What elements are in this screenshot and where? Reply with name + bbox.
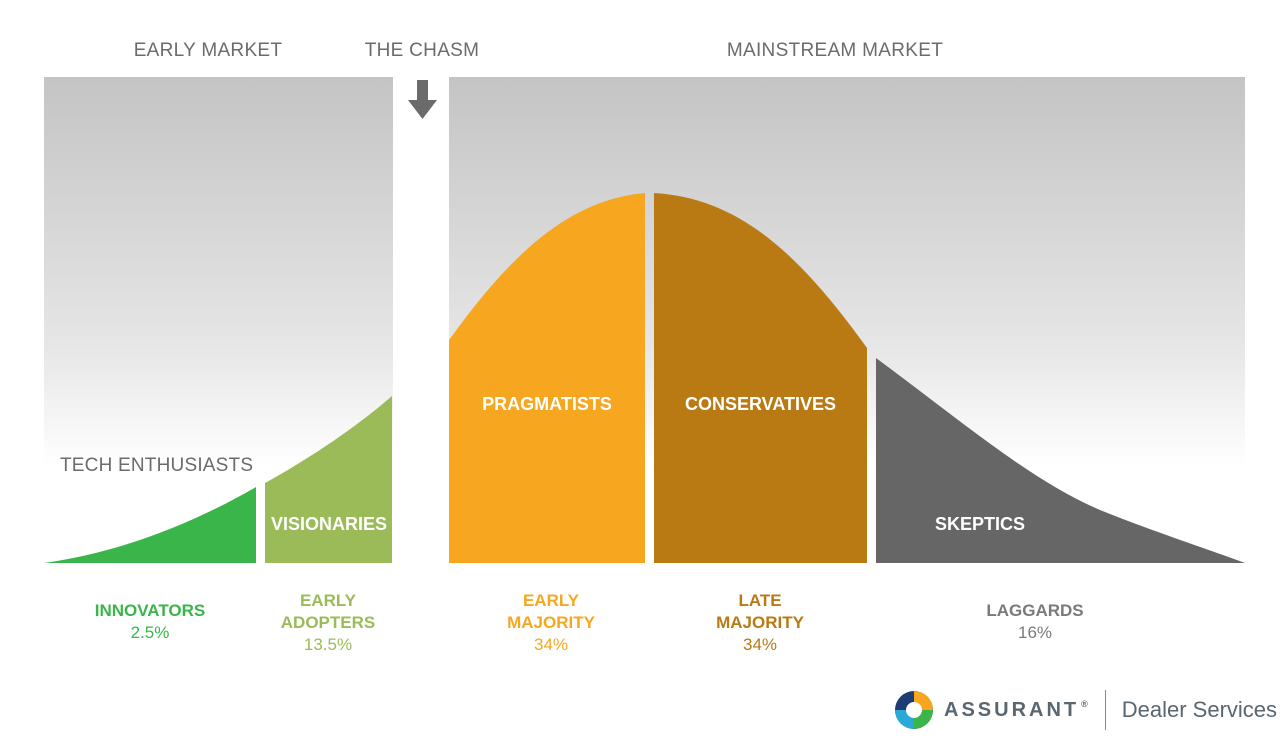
early-majority-label: EARLY MAJORITY 34% — [471, 590, 631, 656]
visionaries-label: VISIONARIES — [270, 514, 388, 534]
assurant-logo-icon — [895, 691, 933, 729]
early-majority-percent: 34% — [533, 635, 569, 654]
early-majority-segment — [449, 193, 645, 563]
logo-divider — [1104, 690, 1106, 730]
mainstream-market-header: MAINSTREAM MARKET — [726, 40, 944, 61]
innovators-label: INNOVATORS 2.5% — [60, 600, 240, 644]
late-majority-label: LATE MAJORITY 34% — [680, 590, 840, 656]
brand-name: ASSURANT® — [944, 698, 1091, 721]
early-adopters-segment — [265, 396, 392, 563]
chasm-header: THE CHASM — [364, 40, 480, 61]
pragmatists-label: PRAGMATISTS — [482, 394, 612, 414]
early-adopters-label: EARLY ADOPTERS 13.5% — [248, 590, 408, 656]
innovators-percent: 2.5% — [130, 623, 170, 642]
conservatives-label: CONSERVATIVES — [684, 394, 837, 414]
laggards-label: LAGGARDS 16% — [950, 600, 1120, 644]
assurant-logo: ASSURANT® Dealer Services — [894, 688, 1277, 732]
late-majority-segment — [654, 193, 867, 563]
skeptics-label: SKEPTICS — [934, 514, 1026, 534]
late-majority-percent: 34% — [742, 635, 778, 654]
chasm-arrow-icon — [408, 80, 437, 119]
early-market-header: EARLY MARKET — [133, 40, 283, 61]
laggards-percent: 16% — [1017, 623, 1053, 642]
division-name: Dealer Services — [1121, 697, 1278, 722]
early-adopters-percent: 13.5% — [303, 635, 353, 654]
tech-enthusiasts-label: TECH ENTHUSIASTS — [60, 455, 254, 476]
innovators-segment — [44, 487, 256, 563]
laggards-segment — [876, 358, 1245, 563]
